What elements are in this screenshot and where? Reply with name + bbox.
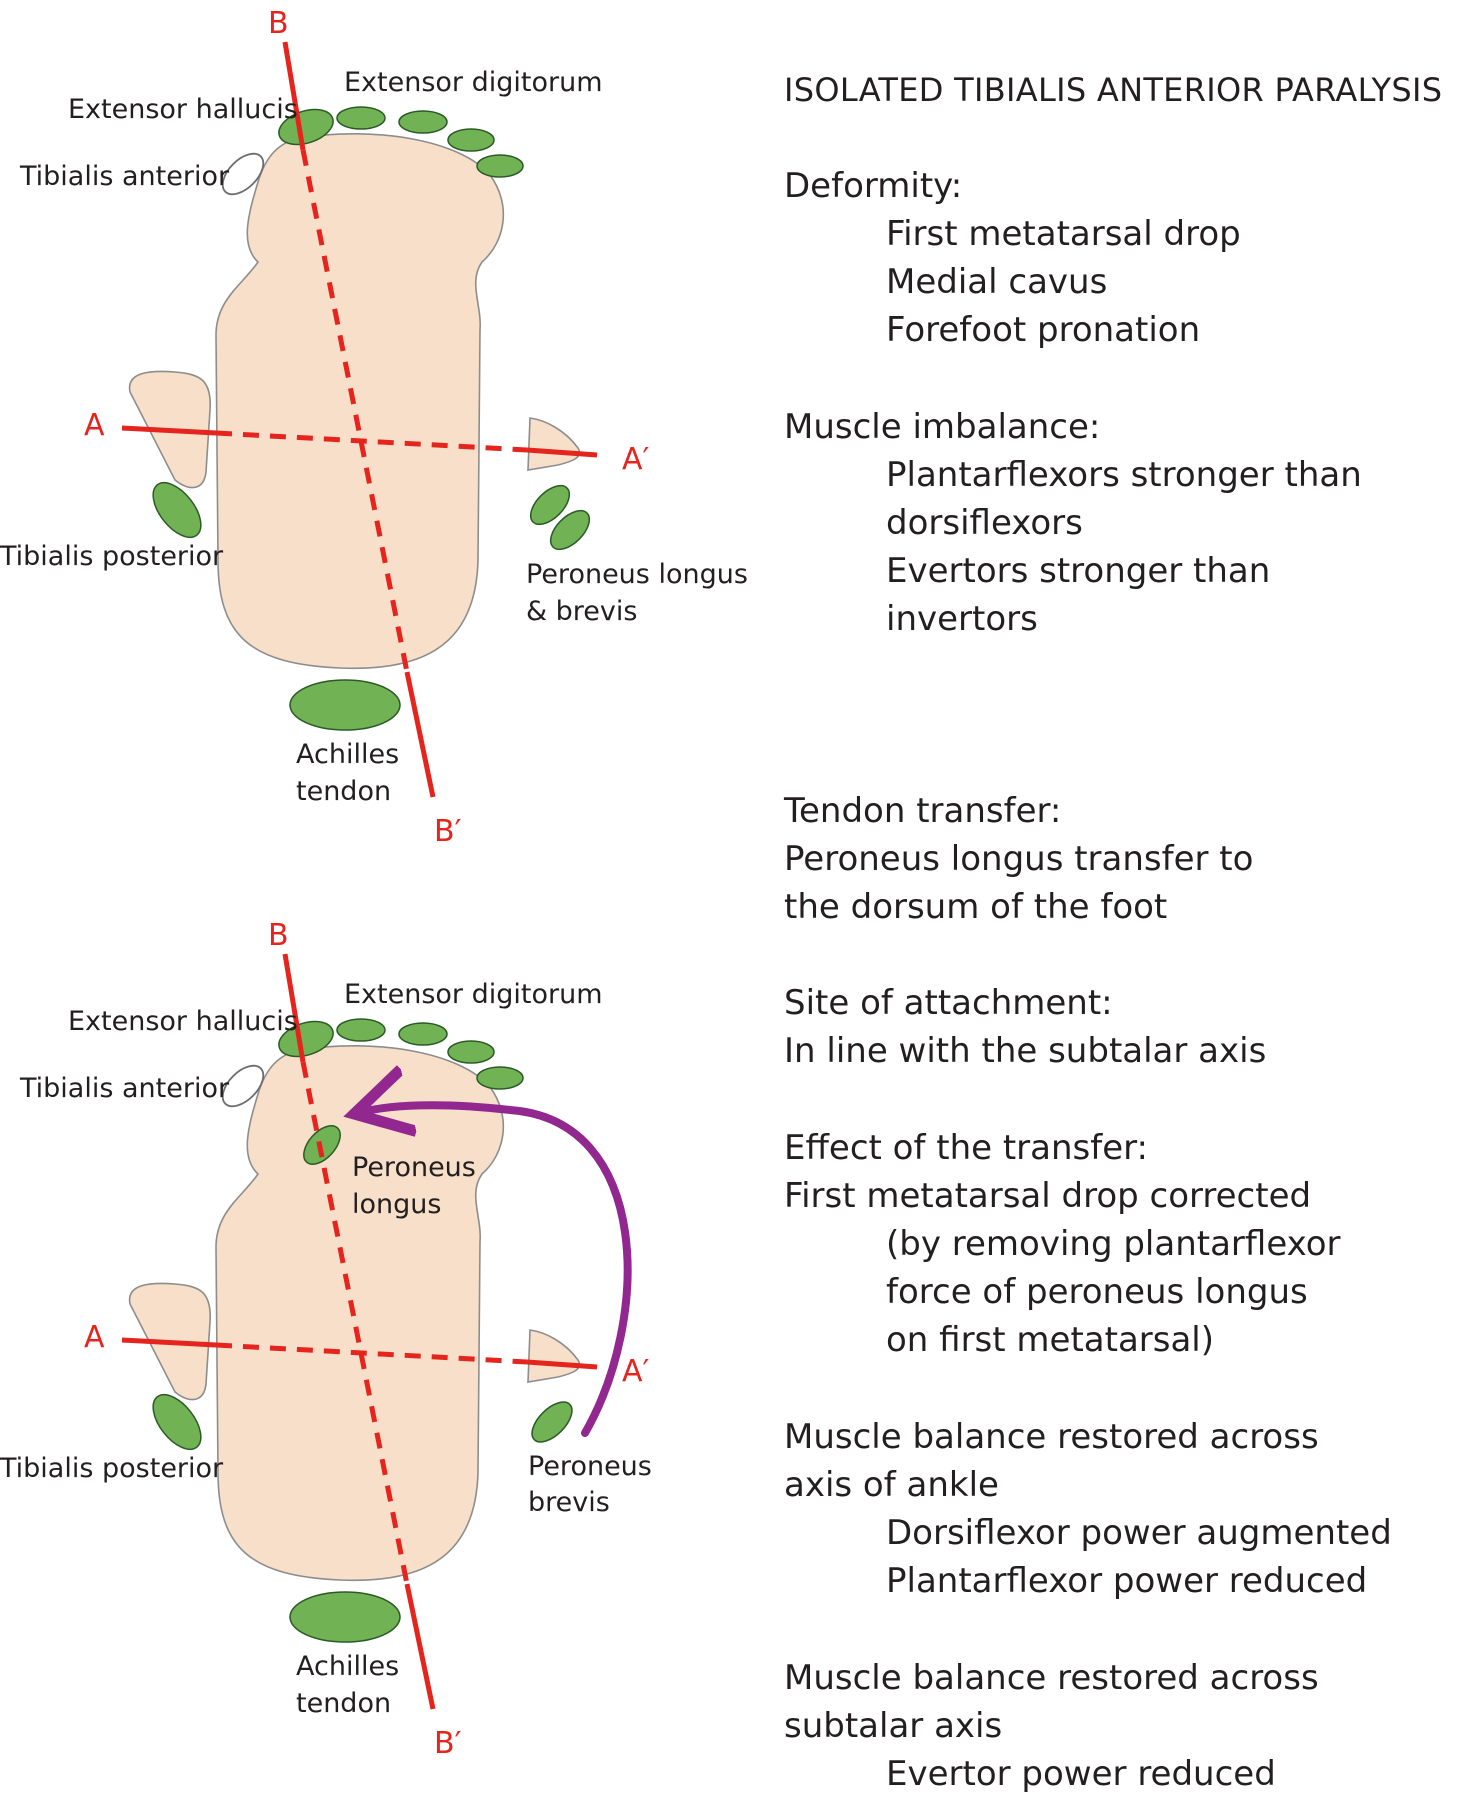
transfer-line: Peroneus longus transfer to	[784, 839, 1254, 879]
diagram-top: Extensor digitorum Extensor hallucis Tib…	[0, 6, 748, 849]
ankle-item: Dorsiflexor power augmented	[886, 1513, 1392, 1553]
imbalance-item: Plantarflexors stronger than	[886, 455, 1362, 495]
label-peroneus-brevis-line2: brevis	[528, 1487, 610, 1518]
axis-label-a-prime: A′	[622, 442, 650, 477]
transfer-heading: Tendon transfer:	[784, 791, 1062, 831]
label-peroneus-brevis-line1: Peroneus	[528, 1451, 652, 1482]
extensor-digitorum-tendon-4	[476, 154, 524, 178]
foot-cross-section	[215, 133, 505, 670]
achilles-tendon	[289, 1591, 401, 1643]
axis-label-a: A	[84, 1320, 105, 1355]
axis-label-a-prime: A′	[622, 1354, 650, 1389]
peroneus-brevis-tendon	[531, 1401, 573, 1443]
lateral-malleolus	[527, 1329, 581, 1383]
label-achilles-line2: tendon	[296, 1688, 391, 1719]
effect-line: (by removing plantarflexor	[886, 1224, 1341, 1264]
label-achilles-line1: Achilles	[296, 1651, 399, 1682]
foot-cross-section	[215, 1045, 505, 1582]
site-heading: Site of attachment:	[784, 983, 1113, 1023]
label-peroneus-longus-line2: longus	[352, 1189, 441, 1220]
effect-heading: Effect of the transfer:	[784, 1128, 1148, 1168]
imbalance-heading: Muscle imbalance:	[784, 407, 1101, 447]
label-extensor-digitorum: Extensor digitorum	[344, 979, 603, 1010]
deformity-item: First metatarsal drop	[886, 214, 1241, 254]
extensor-digitorum-tendon-2	[398, 1022, 448, 1046]
site-line: In line with the subtalar axis	[784, 1031, 1267, 1071]
axis-label-b-prime: B′	[434, 814, 462, 849]
imbalance-item: dorsiflexors	[886, 503, 1083, 543]
ankle-item: Plantarflexor power reduced	[886, 1561, 1368, 1601]
extensor-digitorum-tendon-1	[336, 106, 386, 130]
ankle-heading: axis of ankle	[784, 1465, 999, 1505]
imbalance-item: invertors	[886, 599, 1038, 639]
label-peroneus-line2: & brevis	[526, 596, 637, 627]
axis-label-b: B	[268, 6, 289, 41]
axis-label-a: A	[84, 408, 105, 443]
subtalar-item: Evertor power reduced	[886, 1754, 1276, 1794]
transfer-line: the dorsum of the foot	[784, 887, 1168, 927]
tibialis-anterior-tendon	[221, 152, 265, 196]
subtalar-heading: Muscle balance restored across	[784, 1658, 1319, 1698]
page-title: ISOLATED TIBIALIS ANTERIOR PARALYSIS	[784, 71, 1443, 109]
deformity-heading: Deformity:	[784, 166, 963, 206]
extensor-digitorum-tendon-4	[476, 1066, 524, 1090]
label-achilles-line2: tendon	[296, 776, 391, 807]
extensor-digitorum-tendon-2	[398, 110, 448, 134]
label-tibialis-posterior: Tibialis posterior	[0, 541, 224, 572]
ankle-axis-a	[121, 1337, 598, 1370]
label-extensor-hallucis: Extensor hallucis	[68, 94, 298, 125]
label-tibialis-anterior: Tibialis anterior	[19, 161, 230, 192]
deformity-item: Forefoot pronation	[886, 310, 1201, 350]
effect-line: on first metatarsal)	[886, 1320, 1215, 1360]
effect-line: force of peroneus longus	[886, 1272, 1308, 1312]
extensor-digitorum-tendon-1	[336, 1018, 386, 1042]
label-peroneus-longus-line1: Peroneus	[352, 1152, 476, 1183]
ankle-heading: Muscle balance restored across	[784, 1417, 1319, 1457]
subtalar-heading: subtalar axis	[784, 1706, 1003, 1746]
axis-label-b: B	[268, 918, 289, 953]
effect-line: First metatarsal drop corrected	[784, 1176, 1312, 1216]
imbalance-item: Evertors stronger than	[886, 551, 1271, 591]
extensor-digitorum-tendon-3	[447, 1040, 495, 1064]
axis-label-b-prime: B′	[434, 1726, 462, 1761]
label-tibialis-anterior: Tibialis anterior	[19, 1073, 230, 1104]
peroneus-longus-tendon	[529, 484, 571, 526]
extensor-hallucis-tendon	[278, 1020, 334, 1058]
extensor-digitorum-tendon-3	[447, 128, 495, 152]
tibialis-posterior-tendon	[152, 481, 202, 539]
label-achilles-line1: Achilles	[296, 739, 399, 770]
subtalar-axis-b	[282, 41, 436, 798]
label-extensor-hallucis: Extensor hallucis	[68, 1006, 298, 1037]
ankle-axis-a	[121, 425, 598, 458]
deformity-item: Medial cavus	[886, 262, 1108, 302]
tibialis-posterior-tendon	[152, 1393, 202, 1451]
achilles-tendon	[289, 679, 401, 731]
label-extensor-digitorum: Extensor digitorum	[344, 67, 603, 98]
extensor-hallucis-tendon	[278, 108, 334, 146]
peroneus-brevis-tendon	[549, 509, 591, 551]
label-peroneus-line1: Peroneus longus	[526, 559, 748, 590]
subtalar-axis-b	[282, 953, 436, 1710]
transfer-arrow	[362, 1105, 632, 1437]
lateral-malleolus	[527, 417, 581, 471]
diagram-bottom: Extensor digitorum Extensor hallucis Tib…	[0, 918, 652, 1761]
tibialis-anterior-tendon	[221, 1064, 265, 1108]
label-tibialis-posterior: Tibialis posterior	[0, 1453, 224, 1484]
